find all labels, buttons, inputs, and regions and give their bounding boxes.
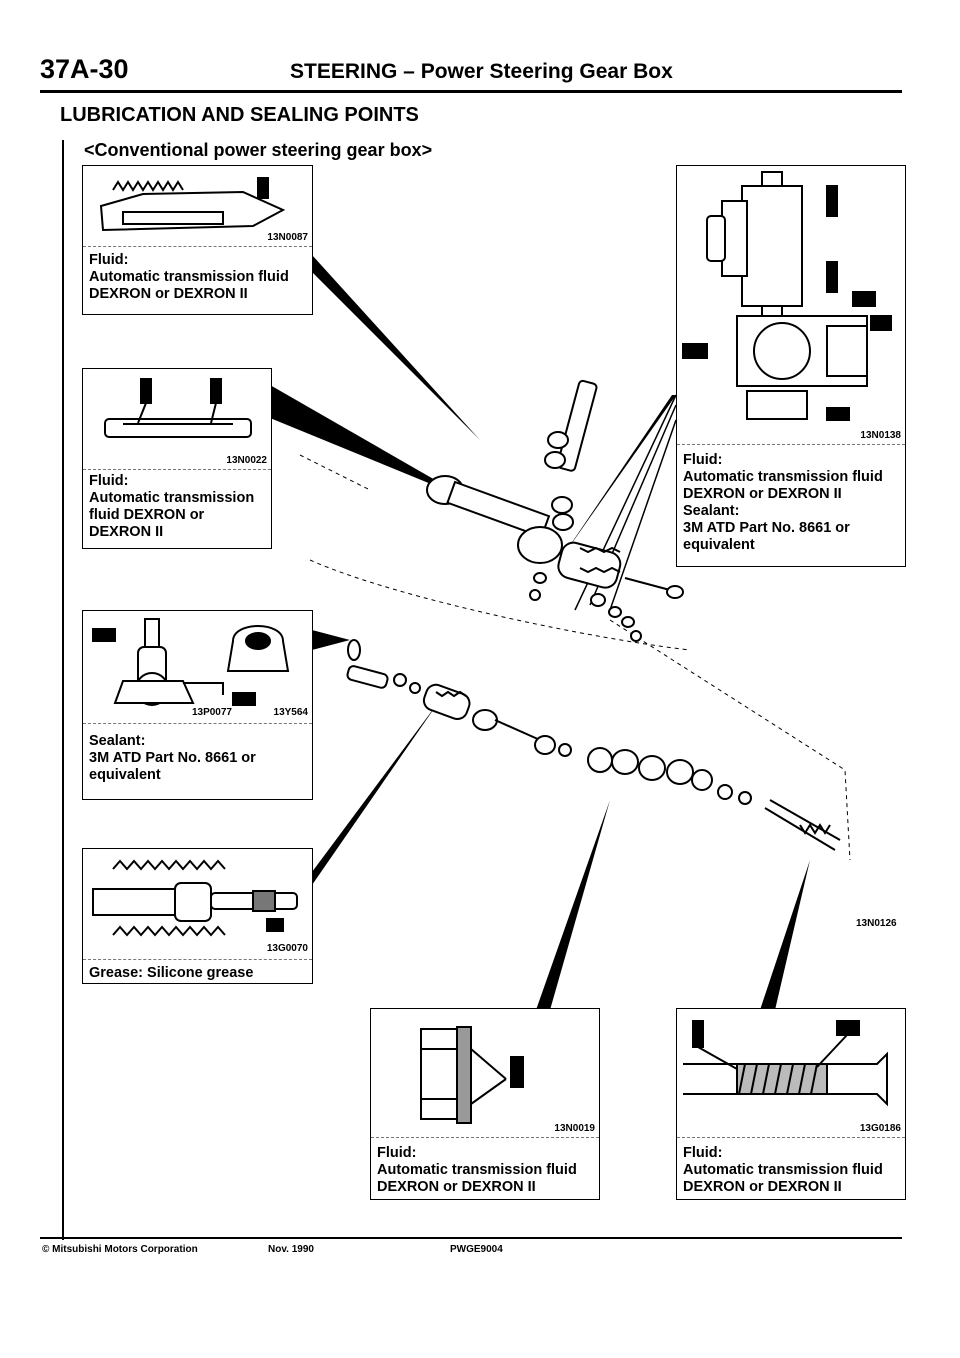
rack-housing-illustration bbox=[104, 378, 252, 438]
footer-code: PWGE9004 bbox=[450, 1244, 503, 1255]
subtitle: <Conventional power steering gear box> bbox=[84, 140, 433, 160]
header-rule bbox=[40, 90, 902, 93]
grease-panel-bellows: 13G0070 Grease: Silicone grease bbox=[82, 848, 313, 984]
footer-date: Nov. 1990 bbox=[268, 1244, 314, 1255]
figure-code-secondary: 13Y564 bbox=[273, 707, 308, 718]
divider bbox=[677, 444, 905, 445]
lubrication-panel-gear-housing: 13N0138 Fluid: Automatic transmission fl… bbox=[676, 165, 906, 567]
page-title: STEERING – Power Steering Gear Box bbox=[290, 60, 673, 83]
divider bbox=[83, 469, 271, 470]
tie-rod-end-illustration bbox=[92, 618, 290, 706]
bellows-illustration bbox=[92, 859, 298, 937]
divider bbox=[371, 1137, 599, 1138]
panel-caption: Fluid: Automatic transmission fluid DEXR… bbox=[89, 252, 289, 302]
panel-caption: Sealant: 3M ATD Part No. 8661 or equival… bbox=[89, 733, 256, 783]
panel-caption: Fluid: Automatic transmission fluid DEXR… bbox=[89, 473, 255, 540]
lubrication-panel-rack-bushing: 13N0019 Fluid: Automatic transmission fl… bbox=[370, 1008, 600, 1200]
divider bbox=[83, 723, 312, 724]
figure-code: 13G0186 bbox=[859, 1123, 901, 1134]
lubrication-panel-valve-body: 13N0087 Fluid: Automatic transmission fl… bbox=[82, 165, 313, 315]
lubrication-panel-rack-housing: 13N0022 Fluid: Automatic transmission fl… bbox=[82, 368, 272, 549]
figure-code: 13P0077 bbox=[191, 707, 232, 718]
figure-code: 13G0070 bbox=[266, 943, 308, 954]
valve-body-illustration bbox=[99, 177, 286, 232]
page-number: 37A-30 bbox=[40, 54, 129, 84]
rack-bushing-illustration bbox=[420, 1026, 524, 1124]
panel-caption: Fluid: Automatic transmission fluid DEXR… bbox=[683, 1145, 883, 1195]
figure-code: 13N0138 bbox=[860, 430, 901, 441]
divider bbox=[83, 246, 312, 247]
gear-housing-illustration bbox=[682, 171, 892, 421]
figure-code: 13N0022 bbox=[226, 455, 267, 466]
exploded-view-code: 13N0126 bbox=[856, 918, 897, 929]
divider bbox=[83, 959, 312, 960]
margin-rule bbox=[62, 140, 64, 1240]
panel-caption: Fluid: Automatic transmission fluid DEXR… bbox=[377, 1145, 577, 1195]
sealing-panel-tie-rod: 13P0077 13Y564 Sealant: 3M ATD Part No. … bbox=[82, 610, 313, 800]
divider bbox=[677, 1137, 905, 1138]
footer-copyright: © Mitsubishi Motors Corporation bbox=[42, 1244, 198, 1255]
footer-rule bbox=[40, 1237, 902, 1239]
section-title: LUBRICATION AND SEALING POINTS bbox=[60, 104, 419, 126]
panel-caption: Fluid: Automatic transmission fluid DEXR… bbox=[683, 452, 883, 553]
lubrication-panel-rack-teeth: 13G0186 Fluid: Automatic transmission fl… bbox=[676, 1008, 906, 1200]
panel-caption: Grease: Silicone grease bbox=[89, 965, 254, 981]
figure-code: 13N0087 bbox=[267, 232, 308, 243]
rack-teeth-illustration bbox=[683, 1020, 888, 1107]
figure-code: 13N0019 bbox=[554, 1123, 595, 1134]
